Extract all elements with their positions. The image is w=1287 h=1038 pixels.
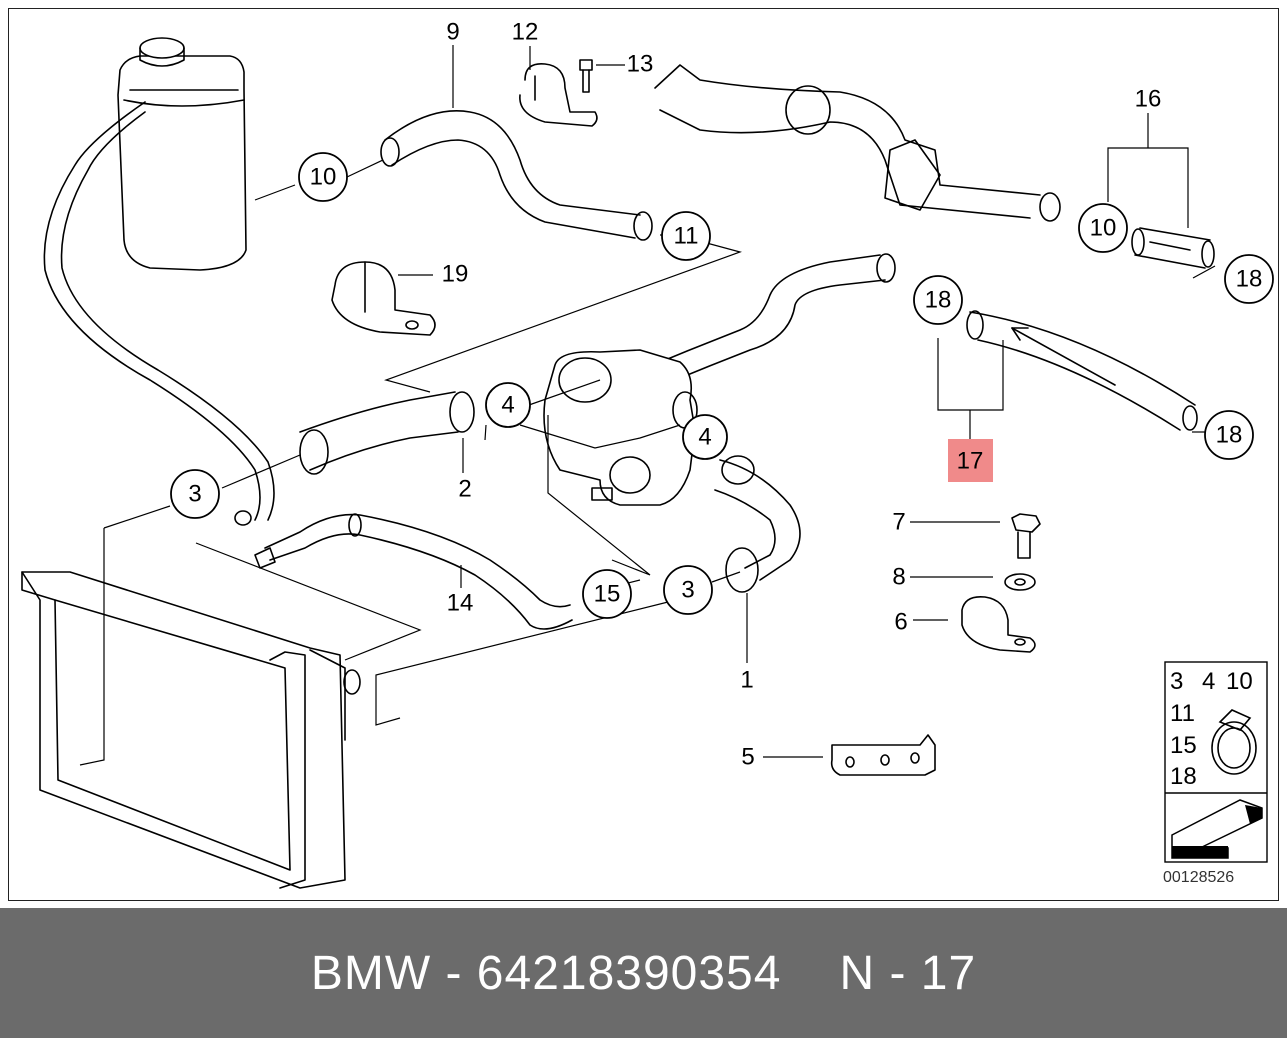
callout-3: 3 <box>188 481 201 508</box>
callout-5: 5 <box>741 744 754 771</box>
clamp-19 <box>331 261 436 336</box>
radiator <box>21 571 361 889</box>
callout-3: 3 <box>681 577 694 604</box>
callout-2: 2 <box>458 476 471 503</box>
callout-9: 9 <box>446 19 459 46</box>
brand-name: BMW <box>310 946 432 1000</box>
direction-arrow-icon <box>1171 799 1263 859</box>
callout-16: 16 <box>1135 86 1162 113</box>
hose-9 <box>380 110 653 241</box>
washer-8 <box>1004 573 1036 591</box>
callout-6: 6 <box>894 609 907 636</box>
callout-18: 18 <box>1236 266 1263 293</box>
leader-lines <box>79 45 1216 766</box>
legend-number: 11 <box>1170 700 1195 727</box>
highlight-box <box>948 439 993 482</box>
legend-number: 15 <box>1170 732 1197 759</box>
callout-12: 12 <box>512 19 539 46</box>
callout-4: 4 <box>501 392 514 419</box>
separator: - <box>445 946 463 1000</box>
callout-18: 18 <box>1216 422 1243 449</box>
clamp-6 <box>961 595 1036 653</box>
bolt-7 <box>1011 513 1041 559</box>
callout-10: 10 <box>310 164 337 191</box>
heater-pipe <box>654 64 1061 222</box>
callout-1: 1 <box>740 667 753 694</box>
callout-17-highlighted: 17 <box>957 448 984 475</box>
legend-number: 4 <box>1202 668 1215 695</box>
callouts: 10 11 10 18 18 18 4 4 3 15 3 17 9 12 13 … <box>170 19 1274 771</box>
parts-diagram: 10 11 10 18 18 18 4 4 3 15 3 17 9 12 1 3 … <box>8 8 1279 901</box>
hose-connector <box>1131 227 1215 269</box>
callout-10: 10 <box>1090 215 1117 242</box>
callout-8: 8 <box>892 564 905 591</box>
legend-number: 10 <box>1226 668 1253 695</box>
expansion-tank <box>117 37 247 271</box>
diagram-id: 00128526 <box>1163 869 1234 886</box>
legend-number: 18 <box>1170 763 1197 790</box>
callout-4: 4 <box>698 424 711 451</box>
diagram-frame <box>8 8 1279 901</box>
diagram-drawing: 10 11 10 18 18 18 4 4 3 15 3 17 9 12 1 3 … <box>21 19 1274 889</box>
overflow-hose <box>43 101 275 526</box>
callout-18: 18 <box>925 287 952 314</box>
callout-19: 19 <box>442 261 469 288</box>
position-reference: N - 17 <box>839 946 977 1000</box>
thermostat-housing <box>543 349 698 506</box>
part-info-banner: BMW - 64218390354 N - 17 <box>0 908 1287 1038</box>
callout-14: 14 <box>447 590 474 617</box>
part-number: 64218390354 <box>476 946 782 1000</box>
callout-7: 7 <box>892 509 905 536</box>
callout-11: 11 <box>674 223 699 250</box>
lower-hose <box>714 455 801 593</box>
clamp-12 <box>519 59 598 127</box>
callout-13: 13 <box>627 51 654 78</box>
legend-box: 3 4 10 11 15 18 00128526 <box>1163 661 1268 886</box>
hose-clamp-icon <box>1211 709 1257 775</box>
hose-2 <box>299 391 475 475</box>
hose-17 <box>966 310 1198 431</box>
callout-15: 15 <box>594 581 621 608</box>
hose-14 <box>254 513 573 630</box>
legend-number: 3 <box>1170 668 1183 695</box>
bracket-5 <box>830 734 936 776</box>
